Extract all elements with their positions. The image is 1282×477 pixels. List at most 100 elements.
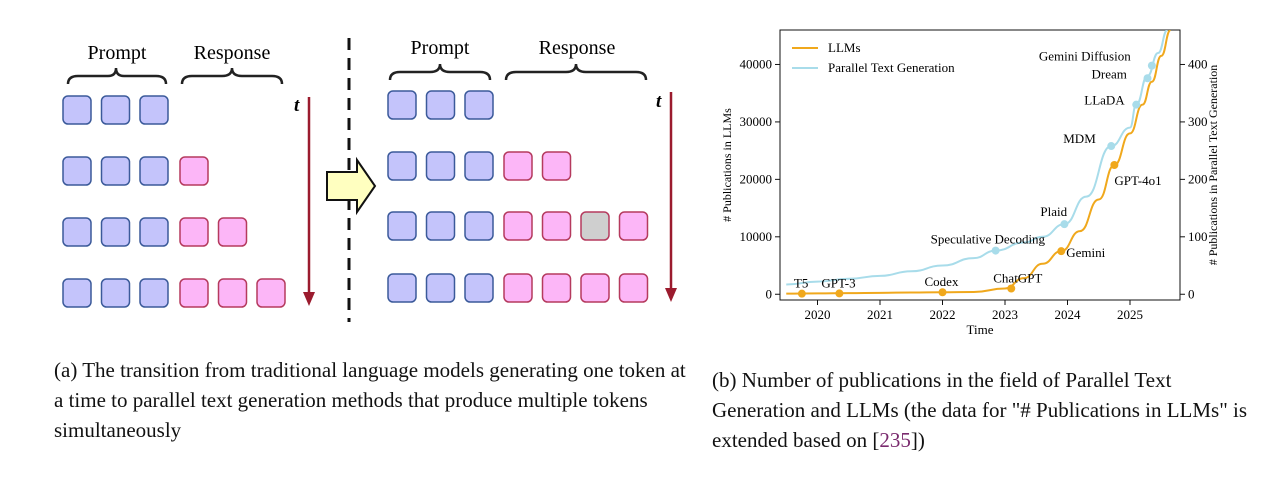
prompt-token (62, 217, 92, 247)
y-right-tick-label: 300 (1188, 114, 1208, 129)
y-left-tick-label: 0 (766, 286, 773, 301)
prompt-token (425, 273, 456, 303)
prompt-token (139, 278, 169, 308)
response-label-left: Response (194, 42, 271, 64)
annotation-label: Speculative Decoding (931, 232, 1046, 247)
annotation-point (1110, 161, 1119, 169)
x-axis-label: Time (967, 322, 994, 337)
series-line-llms (786, 30, 1172, 295)
publications-chart: 2020 2021 2022 2023 2024 2025 0 10000 20000 30000… (720, 29, 1220, 337)
x-tick-label: 2025 (1117, 307, 1143, 322)
response-token (503, 273, 533, 303)
y-right-tick-label: 100 (1188, 229, 1208, 244)
prompt-token (464, 211, 494, 241)
prompt-token (425, 151, 456, 181)
caption-b-text: Number of publications in the field of P… (712, 368, 1248, 452)
annotation-point (1057, 247, 1066, 256)
annotation-point (1132, 100, 1141, 109)
prompt-token (387, 273, 417, 303)
citation-link[interactable]: 235 (879, 428, 911, 452)
masked-token (580, 211, 610, 241)
prompt-token (62, 95, 92, 125)
prompt-token (464, 273, 494, 303)
annotation-label: Gemini Diffusion (1039, 49, 1131, 64)
caption-a-text: The transition from traditional language… (54, 358, 686, 442)
response-token (618, 211, 649, 241)
y-right-tick-label: 200 (1188, 171, 1208, 186)
annotation-label: Gemini (1066, 245, 1105, 260)
annotation-point (797, 289, 806, 298)
annotation-point (835, 289, 844, 298)
time-label-right: t (656, 91, 662, 112)
response-token (179, 156, 209, 186)
y-right-tick-label: 0 (1188, 286, 1195, 301)
response-token (541, 151, 572, 181)
prompt-token (100, 217, 131, 247)
y-left-tick-label: 30000 (740, 114, 773, 129)
response-token (580, 273, 610, 303)
prompt-token (139, 217, 169, 247)
prompt-label-right: Prompt (411, 37, 470, 59)
prompt-token (100, 156, 131, 186)
y-left-tick-label: 10000 (740, 229, 773, 244)
prompt-token (387, 151, 417, 181)
annotation-label: GPT-3 (821, 275, 855, 290)
x-tick-label: 2024 (1055, 307, 1082, 322)
response-token (217, 217, 248, 247)
prompt-brace-right (388, 63, 492, 81)
figure-b-chart: 2020 2021 2022 2023 2024 2025 0 10000 20000 30000… (700, 0, 1282, 340)
caption-b-tag: (b) (712, 368, 737, 392)
time-label-left: t (294, 95, 300, 116)
caption-b: (b) Number of publications in the field … (712, 365, 1252, 455)
prompt-token (100, 278, 131, 308)
time-arrowhead-right (665, 288, 677, 302)
response-token (541, 273, 572, 303)
plot-frame (779, 29, 1181, 301)
response-token (541, 211, 572, 241)
prompt-brace-left (66, 67, 168, 85)
transition-arrow (326, 156, 377, 216)
annotation-label: T5 (794, 276, 808, 291)
caption-a: (a) The transition from traditional lang… (54, 355, 694, 445)
y-right-axis-label: # Publications in Parallel Text Generati… (1206, 65, 1220, 266)
y-left-tick-label: 20000 (740, 171, 773, 186)
x-tick-label: 2020 (805, 307, 831, 322)
response-token (217, 278, 248, 308)
response-token (179, 278, 209, 308)
annotation-point (1007, 284, 1016, 293)
response-token (503, 211, 533, 241)
annotation-label: LLaDA (1084, 93, 1125, 108)
y-left-axis-label: # Publications in LLMs (720, 108, 734, 222)
x-tick-label: 2022 (930, 307, 956, 322)
token-generation-diagram: Prompt Response Prompt Response t t (62, 37, 677, 322)
response-token (179, 217, 209, 247)
annotation-point (1143, 74, 1152, 83)
prompt-token (62, 278, 92, 308)
response-brace-left (180, 67, 284, 85)
prompt-label-left: Prompt (88, 42, 147, 64)
annotation-point (938, 288, 947, 297)
x-tick-label: 2023 (992, 307, 1018, 322)
prompt-token (387, 211, 417, 241)
y-left-tick-label: 40000 (740, 56, 773, 71)
response-token (618, 273, 649, 303)
y-right-tick-label: 400 (1188, 56, 1208, 71)
prompt-token (425, 90, 456, 120)
prompt-token (62, 156, 92, 186)
x-tick-label: 2021 (867, 307, 893, 322)
annotation-label: MDM (1063, 131, 1096, 146)
annotation-label: GPT-4o1 (1114, 173, 1161, 188)
response-label-right: Response (539, 37, 616, 59)
prompt-token (100, 95, 131, 125)
annotation-point (991, 246, 1000, 255)
prompt-token (425, 211, 456, 241)
annotation-point (1147, 61, 1156, 70)
caption-a-tag: (a) (54, 358, 78, 382)
legend-label: Parallel Text Generation (828, 60, 955, 75)
prompt-token (139, 156, 169, 186)
annotation-label: ChatGPT (993, 271, 1042, 286)
prompt-token (387, 90, 417, 120)
response-brace-right (504, 63, 648, 81)
figure-a-diagram: Prompt Response Prompt Response t t (0, 0, 700, 340)
prompt-token (464, 90, 494, 120)
